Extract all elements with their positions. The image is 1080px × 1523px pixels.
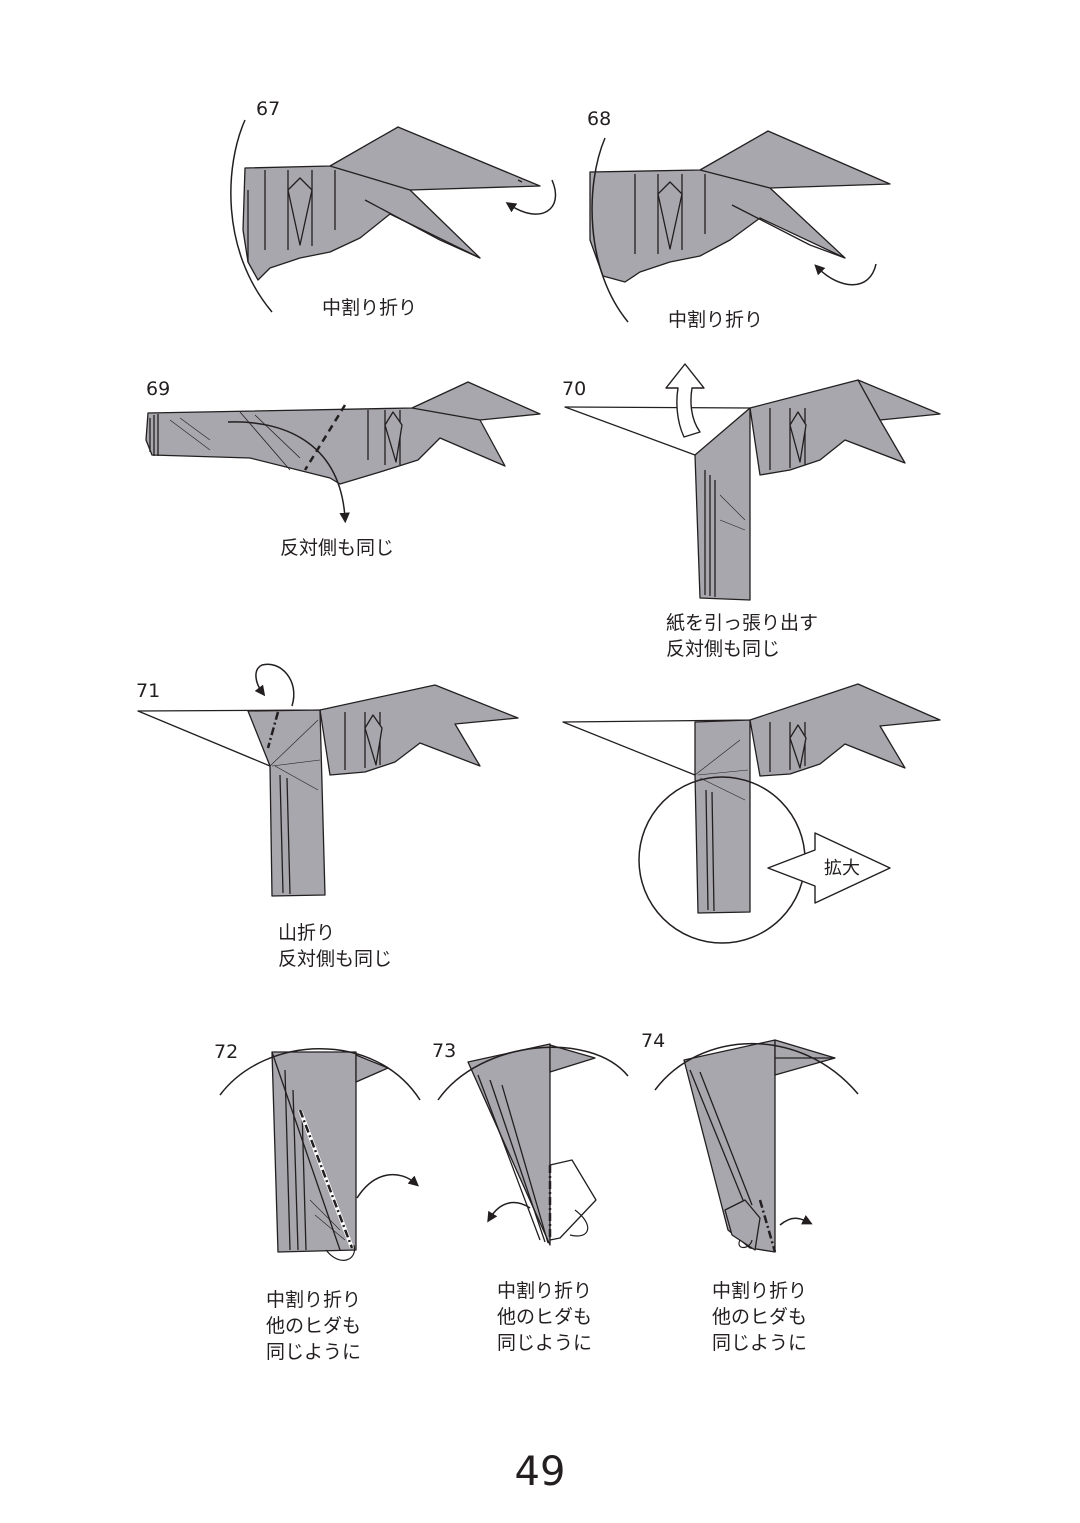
step-caption: 紙を引っ張り出す 反対側も同じ bbox=[666, 612, 819, 660]
step-number: 67 bbox=[256, 98, 281, 120]
step-70-diagram bbox=[564, 363, 941, 601]
step-number: 68 bbox=[587, 108, 612, 130]
step-68-diagram bbox=[589, 130, 891, 323]
step-number: 72 bbox=[214, 1041, 239, 1063]
step-number: 69 bbox=[146, 378, 171, 400]
step-enlarge-diagram bbox=[562, 683, 941, 944]
step-caption: 反対側も同じ bbox=[280, 537, 395, 559]
step-caption: 中割り折り bbox=[668, 309, 764, 331]
step-caption: 山折り 反対側も同じ bbox=[278, 922, 393, 970]
step-number: 70 bbox=[562, 378, 587, 400]
enlarge-label: 拡大 bbox=[824, 858, 860, 879]
step-caption: 中割り折り 他のヒダも 同じように bbox=[712, 1280, 808, 1354]
step-caption: 中割り折り 他のヒダも 同じように bbox=[497, 1280, 593, 1354]
step-caption: 中割り折り bbox=[322, 297, 418, 319]
page-number: 49 bbox=[514, 1449, 566, 1495]
step-69-diagram bbox=[145, 381, 541, 524]
step-number: 71 bbox=[136, 680, 161, 702]
step-number: 73 bbox=[432, 1040, 457, 1062]
step-number: 74 bbox=[641, 1030, 666, 1052]
step-74-diagram bbox=[654, 1039, 859, 1253]
step-72-diagram bbox=[219, 1048, 421, 1261]
step-73-diagram bbox=[437, 1043, 629, 1246]
step-caption: 中割り折り 他のヒダも 同じように bbox=[266, 1289, 362, 1363]
step-71-diagram bbox=[137, 663, 519, 897]
step-67-diagram bbox=[230, 119, 557, 313]
